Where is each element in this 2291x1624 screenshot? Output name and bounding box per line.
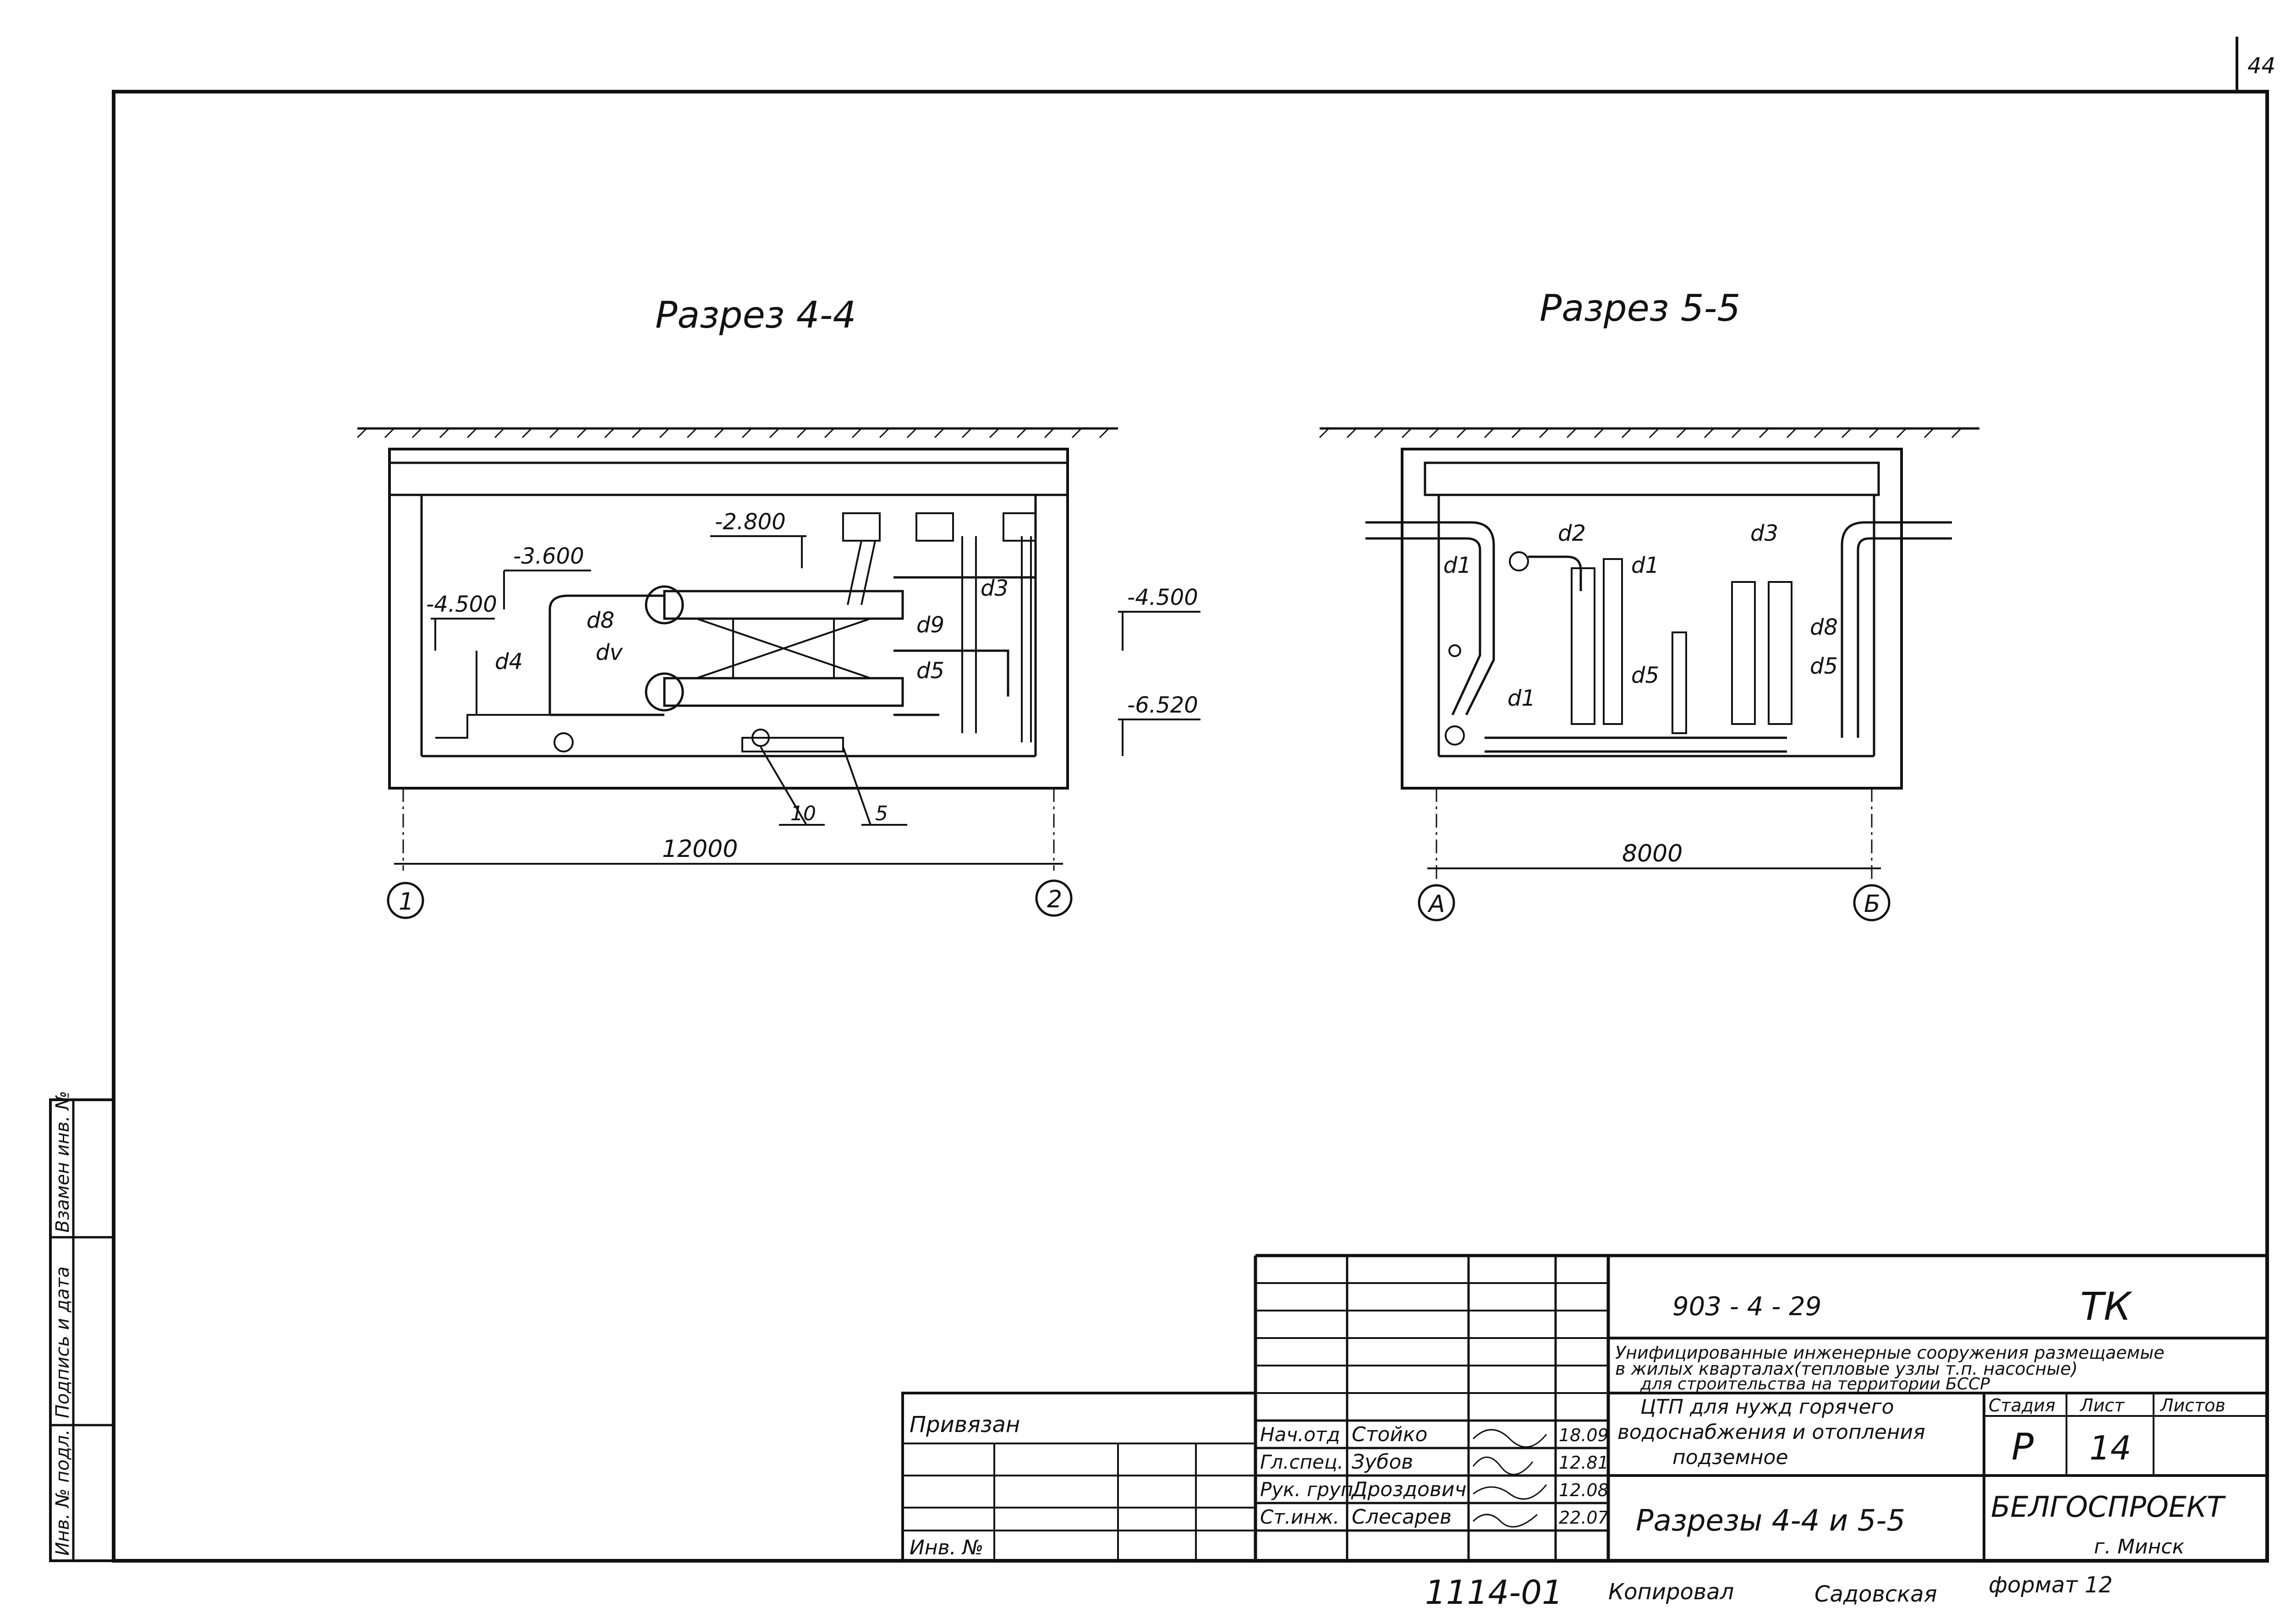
side-sign-date: Подпись и дата [52,1267,73,1418]
chamber-outline-4 [388,448,1069,790]
side-inv-orig: Инв. № подл. [52,1429,73,1556]
roof-slab-5 [1424,461,1880,496]
ground-hatch-4 [356,428,1110,439]
section-4-4: Разрез 4-4 -2.800 -3.600 [356,294,1200,919]
svg-text:2: 2 [1047,886,1062,913]
svg-text:Рук. груп: Рук. груп [1260,1478,1353,1501]
signer-row: Гл.спец. Зубов 12.81 [1260,1450,1609,1476]
label-d1-top: d1 [1631,553,1659,578]
section-5-5-title: Разрез 5-5 [1540,287,1740,329]
side-stamp: Инв. № подл. Подпись и дата Взамен инв. … [49,1091,115,1562]
label-d5-center: d5 [1631,663,1659,688]
elev-minus-3600: -3.600 [513,543,584,569]
chamber-outline-5 [1401,448,1903,790]
sheets-header: Листов [2159,1395,2225,1416]
axis-marker-2 [1035,879,1073,917]
svg-text:А: А [1427,890,1445,918]
stage-header: Стадия [1989,1395,2055,1416]
drawing-title: Разрезы 4-4 и 5-5 [1636,1504,1905,1538]
project-line-3: для строительства на территории БССР [1640,1375,1990,1394]
label-d8: d8 [1810,614,1838,640]
axis-marker-A [1418,884,1455,922]
dimension-12000: 12000 [662,835,738,863]
footer-format: формат 12 [1989,1572,2113,1598]
signer-row: Рук. груп Дроздович 12.08 [1260,1478,1609,1501]
title-block: Привязан Инв. № Нач.отд Стойко 18.09 Гл.… [901,1254,2267,1562]
label-d9: d9 [916,612,944,638]
svg-text:12.08: 12.08 [1559,1480,1609,1500]
label-d1-left: d1 [1443,553,1471,578]
binding-block [901,1392,1257,1562]
callout-10: 10 [790,802,816,825]
label-d1-bottom: d1 [1507,686,1535,711]
stage-value: Р [2011,1426,2034,1468]
svg-text:12.81: 12.81 [1559,1453,1609,1473]
doc-code: 903 - 4 - 29 [1672,1292,1821,1322]
svg-text:22.07: 22.07 [1559,1508,1609,1528]
label-d3: d3 [1750,521,1778,546]
ground-hatch-5 [1319,428,1962,439]
roof-slab-4 [388,461,1069,496]
object-line-3: подземное [1672,1446,1788,1469]
signature-mark [1473,1484,1547,1500]
footer-number: 1114-01 [1425,1573,1563,1612]
signature-mark [1472,1456,1534,1476]
axis-marker-1 [387,882,424,919]
doc-mark: ТК [2080,1284,2132,1329]
signature-mark [1472,1514,1538,1528]
org-name: БЕЛГОСПРОЕКТ [1991,1490,2226,1524]
svg-text:18.09: 18.09 [1559,1425,1609,1445]
footer-copied-by: Садовская [1814,1581,1937,1607]
page-number: 44 [2247,53,2275,79]
side-replace-inv: Взамен инв. № [52,1091,73,1233]
signer-row: Ст.инж. Слесарев 22.07 [1260,1505,1609,1529]
elev-minus-2800: -2.800 [715,509,786,535]
svg-text:Гл.спец.: Гл.спец. [1260,1451,1343,1473]
binding-label: Привязан [910,1412,1020,1437]
svg-text:Слесарев: Слесарев [1352,1505,1452,1529]
elev-minus-4500-right: -4.500 [1127,585,1198,610]
svg-text:Б: Б [1864,890,1880,918]
svg-text:Зубов: Зубов [1352,1450,1413,1474]
elev-minus-4500-left: -4.500 [426,592,497,617]
label-d3: d3 [981,576,1008,601]
project-line-2: в жилых кварталах(тепловые узлы т.п. нас… [1615,1359,2078,1379]
callout-5: 5 [875,802,888,825]
heat-exchanger-lower [663,677,904,707]
org-city: г. Минск [2094,1535,2185,1558]
sheet-frame [112,90,2269,1563]
object-line-2: водоснабжения и отопления [1617,1421,1925,1444]
inv-no-label: Инв. № [910,1536,983,1559]
axis-marker-B [1853,884,1891,922]
project-line-1: Унифицированные инженерные сооружения ра… [1615,1343,2165,1363]
footer-copied-label: Копировал [1608,1579,1734,1605]
signer-row: Нач.отд Стойко 18.09 [1260,1423,1609,1448]
label-d8: d8 [586,608,614,633]
label-dv: dv [596,640,623,665]
sheet-value: 14 [2089,1429,2132,1467]
label-d5: d5 [916,658,944,684]
sheet-header: Лист [2079,1395,2125,1416]
section-4-4-title: Разрез 4-4 [655,294,856,336]
svg-text:Ст.инж.: Ст.инж. [1260,1506,1339,1528]
svg-text:Дроздович: Дроздович [1351,1478,1467,1501]
svg-text:Нач.отд: Нач.отд [1260,1423,1340,1446]
section-5-5: Разрез 5-5 d1 d2 d1 d3 d5 d8 d5 d1 [1319,287,1979,922]
label-d4: d4 [495,649,523,675]
svg-text:1: 1 [399,888,414,916]
signature-mark [1472,1429,1547,1448]
elev-minus-6520: -6.520 [1127,692,1198,718]
dimension-8000: 8000 [1622,840,1683,867]
object-line-1: ЦТП для нужд горячего [1640,1395,1894,1419]
heat-exchanger-upper [663,590,904,620]
label-d2: d2 [1558,521,1586,546]
svg-text:Стойко: Стойко [1352,1423,1427,1446]
label-d5-right: d5 [1810,653,1838,679]
